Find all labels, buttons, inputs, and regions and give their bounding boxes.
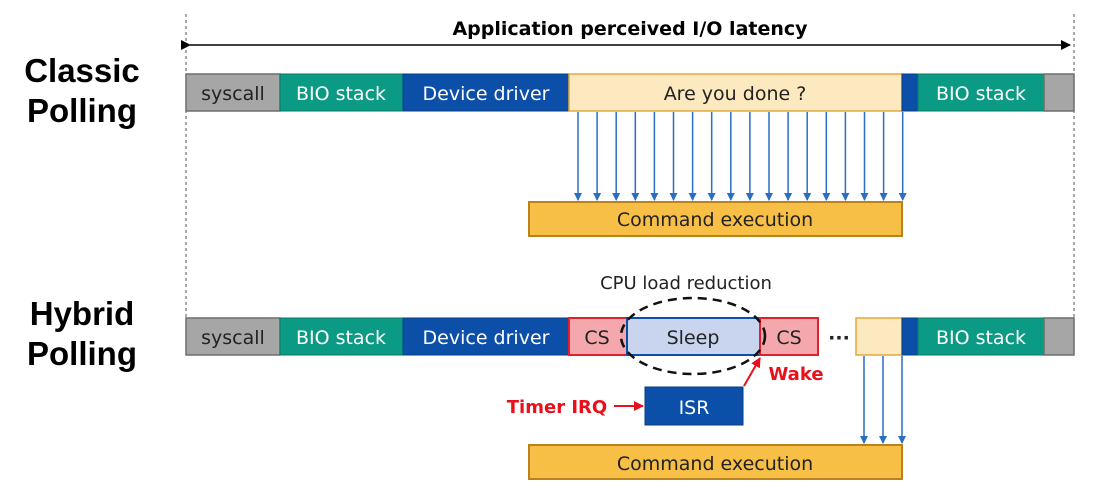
hybrid-bio-stack-end-label: BIO stack [936, 327, 1026, 349]
hybrid-cs2-block [759, 317, 819, 356]
classic-bio-stack-label: BIO stack [296, 83, 386, 105]
hybrid-driver-complete-block [901, 317, 919, 356]
classic-command-block [528, 201, 903, 237]
hybrid-ellipsis: ··· [828, 327, 850, 349]
wake-label: Wake [768, 364, 823, 385]
cpu-load-reduction-ellipse [619, 296, 767, 376]
classic-poll-arrows [574, 112, 907, 201]
isr-block [644, 386, 744, 426]
timer-irq-label: Timer IRQ [507, 397, 607, 418]
hybrid-sleep-label: Sleep [667, 327, 720, 349]
classic-command-label: Command execution [617, 209, 813, 231]
classic-return-block [1043, 73, 1075, 112]
hybrid-title-line1: Hybrid [30, 295, 135, 332]
hybrid-command-label: Command execution [617, 453, 813, 475]
classic-timeline: syscall BIO stack Device driver Are you … [185, 73, 1075, 112]
classic-bio-stack-end-label: BIO stack [936, 83, 1026, 105]
hybrid-return-block [1043, 317, 1075, 356]
hybrid-title-line2: Polling [27, 335, 137, 372]
hybrid-bio-stack-end-block [917, 317, 1045, 356]
classic-title-line1: Classic [24, 52, 140, 89]
hybrid-bio-stack-label: BIO stack [296, 327, 386, 349]
isr-label: ISR [679, 397, 710, 419]
classic-device-driver-block [402, 73, 570, 112]
classic-poll-label: Are you done ? [664, 83, 807, 105]
hybrid-sleep-block [626, 317, 761, 356]
latency-label: Application perceived I/O latency [452, 18, 808, 40]
classic-syscall-block [185, 73, 281, 112]
hybrid-cs2-label: CS [776, 327, 801, 349]
classic-bio-stack-end-block [917, 73, 1045, 112]
classic-device-driver-label: Device driver [423, 83, 550, 105]
classic-poll-block [568, 73, 903, 112]
classic-driver-complete-block [901, 73, 919, 112]
hybrid-cs1-block [568, 317, 628, 356]
hybrid-command-block [528, 444, 903, 480]
hybrid-device-driver-block [402, 317, 570, 356]
hybrid-cs1-label: CS [584, 327, 609, 349]
cpu-load-reduction-label: CPU load reduction [600, 273, 772, 294]
hybrid-device-driver-label: Device driver [423, 327, 550, 349]
classic-title-line2: Polling [27, 92, 137, 129]
wake-arrow [743, 357, 761, 387]
hybrid-syscall-label: syscall [201, 327, 265, 349]
hybrid-poll-arrows [860, 356, 906, 444]
hybrid-poll-block [855, 317, 903, 356]
classic-bio-stack-block [279, 73, 404, 112]
hybrid-bio-stack-block [279, 317, 404, 356]
hybrid-timeline: syscall BIO stack Device driver CS Sleep… [185, 317, 1075, 356]
classic-syscall-label: syscall [201, 83, 265, 105]
